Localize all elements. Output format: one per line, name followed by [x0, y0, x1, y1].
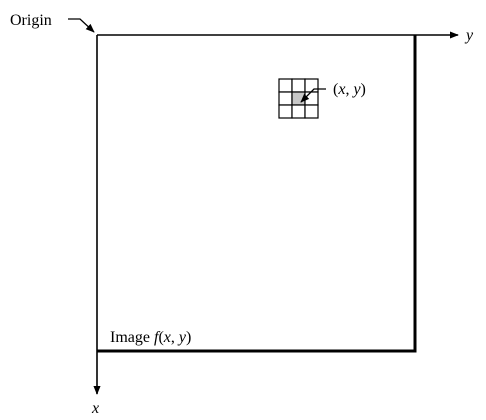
pixel-cell	[291, 78, 306, 93]
pixel-neighborhood-grid	[278, 78, 319, 119]
pixel-cell	[304, 78, 319, 93]
pixel-cell	[304, 104, 319, 119]
image-label-prefix: Image	[110, 329, 154, 346]
pixel-coordinate-label: (x, y)	[333, 81, 366, 98]
pixel-cell-center	[291, 91, 306, 106]
pixel-cell	[291, 104, 306, 119]
pixel-cell	[278, 104, 293, 119]
origin-pointer-arrow	[68, 18, 95, 33]
image-function-label: Image f(x, y)	[110, 329, 191, 346]
x-axis-label: x	[91, 400, 99, 417]
pixel-cell	[278, 78, 293, 93]
y-axis-label: y	[464, 27, 474, 44]
pixel-pointer-arrow	[300, 88, 326, 103]
origin-label: Origin	[10, 12, 52, 29]
pixel-cell	[304, 91, 319, 106]
pixel-cell	[278, 91, 293, 106]
image-label-function: f(x, y)	[154, 329, 191, 346]
